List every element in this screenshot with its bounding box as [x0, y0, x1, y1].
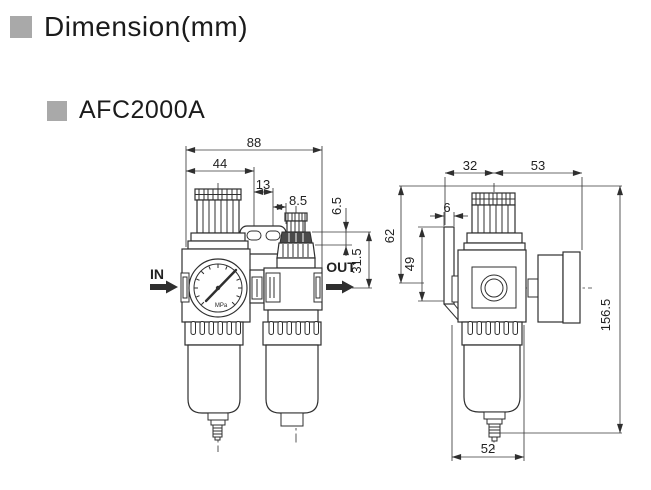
connector-block	[249, 269, 265, 304]
flow-in: IN	[150, 266, 178, 294]
dim-body-width-label: 52	[481, 441, 495, 456]
section-header: Dimension(mm)	[10, 11, 248, 43]
side-drain-valve	[483, 411, 506, 442]
section-bullet-icon	[10, 16, 32, 38]
model-header: AFC2000A	[47, 96, 205, 125]
filter-bowl	[187, 344, 241, 414]
gauge-unit-label: MPa	[215, 303, 228, 309]
section-title: Dimension(mm)	[44, 11, 249, 42]
inlet-port-boss	[180, 272, 190, 303]
dim-bracket-thickness-label: 6	[443, 200, 450, 215]
lubricator-bowl	[265, 344, 319, 414]
regulator-knob	[187, 188, 249, 250]
side-gauge	[527, 251, 581, 324]
model-bullet-icon	[47, 100, 67, 121]
bracket-slot	[265, 230, 281, 241]
bracket-slot	[246, 230, 262, 241]
dim-knob-height-label: 62	[382, 229, 397, 243]
flow-out: OUT	[326, 259, 356, 294]
front-view: MPa	[150, 135, 372, 452]
lubricator-bowl-plug	[280, 412, 304, 427]
dim-overall-height-label: 156.5	[598, 299, 613, 332]
filter-bowl-cover	[184, 321, 244, 346]
out-arrow-icon	[326, 280, 354, 294]
out-label: OUT	[326, 259, 356, 275]
in-label: IN	[150, 266, 164, 282]
lubricator-bowl-cover	[262, 321, 322, 346]
sight-feeder	[265, 272, 281, 303]
lubricator-body	[263, 267, 323, 323]
dim-top-offset-label: 6.5	[329, 197, 344, 215]
side-view: 32 53 6 62 49 156.5 52	[382, 158, 623, 461]
gauge-needle	[204, 268, 238, 303]
drain-valve	[207, 412, 229, 441]
lubricator-adjust-knob	[276, 212, 316, 269]
side-bowl-cover	[461, 321, 523, 346]
model-title: AFC2000A	[79, 96, 206, 124]
side-dimensions: 32 53 6 62 49 156.5 52	[382, 158, 623, 461]
side-bowl	[463, 344, 521, 413]
dim-overall-width-label: 88	[247, 135, 261, 150]
dim-back-width-label: 32	[463, 158, 477, 173]
dim-outlet-height-label: 31.5	[349, 248, 364, 273]
pressure-gauge: MPa	[188, 258, 248, 318]
mounting-bracket-side	[443, 226, 460, 322]
side-body	[451, 249, 527, 323]
dim-slot-pitch-label: 13	[256, 177, 270, 192]
dim-bracket-height-label: 49	[402, 257, 417, 271]
front-dimensions: 88 44 13 8.5 6.5 31.5	[185, 135, 372, 289]
in-arrow-icon	[150, 280, 178, 294]
side-regulator-knob	[463, 192, 526, 251]
dim-slot-edge-label: 8.5	[289, 193, 307, 208]
dim-front-width-label: 53	[531, 158, 545, 173]
dim-left-width-label: 44	[213, 156, 227, 171]
